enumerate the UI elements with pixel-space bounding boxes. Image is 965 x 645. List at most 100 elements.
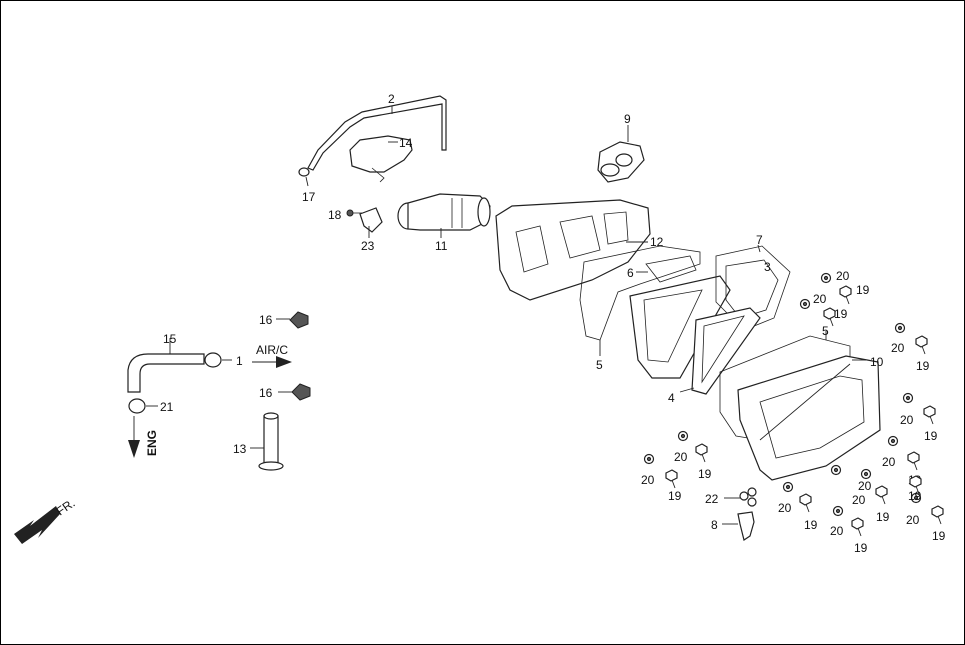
part-label-5b: 5 bbox=[822, 324, 829, 338]
bolt-label: 19 bbox=[698, 467, 712, 481]
washer-label: 20 bbox=[852, 493, 866, 507]
bolt-label: 19 bbox=[916, 359, 930, 373]
washer-20: 20 bbox=[830, 505, 844, 538]
bolt-19: 19 bbox=[665, 469, 682, 503]
washer-20: 20 bbox=[799, 292, 827, 310]
part-label-1: 1 bbox=[236, 354, 243, 368]
bolt-19: 19 bbox=[851, 517, 868, 555]
bolt-19: 19 bbox=[908, 475, 922, 503]
part-label-8: 8 bbox=[711, 518, 718, 532]
cover-14 bbox=[349, 135, 413, 183]
bolt-19: 19 bbox=[799, 493, 818, 532]
part-label-16b: 16 bbox=[259, 386, 273, 400]
clamp-23 bbox=[359, 207, 383, 233]
bolt-label: 19 bbox=[804, 518, 818, 532]
bolt-group: 191919191919191919191919 bbox=[665, 283, 946, 555]
air-c-arrow bbox=[252, 356, 292, 368]
part-label-3: 3 bbox=[764, 260, 771, 274]
washer-label: 20 bbox=[900, 413, 914, 427]
washer-label: 20 bbox=[906, 513, 920, 527]
bolt-19: 19 bbox=[695, 443, 712, 481]
bolt-label: 19 bbox=[924, 429, 938, 443]
washer-20: 20 bbox=[882, 435, 899, 469]
cover-10 bbox=[737, 355, 881, 481]
part-label-10: 10 bbox=[870, 355, 884, 369]
clip-16a bbox=[289, 311, 309, 329]
washer-20: 20 bbox=[674, 430, 689, 464]
drain-tube-13 bbox=[258, 412, 284, 471]
part-label-7: 7 bbox=[756, 233, 763, 247]
part-label-9: 9 bbox=[624, 112, 631, 126]
washer-label: 20 bbox=[891, 341, 905, 355]
bolt-label: 19 bbox=[856, 283, 870, 297]
boot-9 bbox=[597, 141, 645, 183]
part-label-12: 12 bbox=[650, 235, 664, 249]
seal-ring-5a bbox=[579, 245, 701, 341]
clip-21 bbox=[128, 398, 146, 414]
part-label-13: 13 bbox=[233, 442, 247, 456]
washer-20: 20 bbox=[830, 464, 866, 507]
washer-label: 20 bbox=[858, 479, 872, 493]
clip-16b bbox=[291, 383, 311, 401]
bolt-19: 19 bbox=[931, 505, 946, 543]
part-label-18: 18 bbox=[328, 208, 342, 222]
filter-element-4 bbox=[691, 307, 761, 395]
breather-tube bbox=[307, 95, 447, 171]
bolt-19: 19 bbox=[875, 485, 890, 524]
part-label-14: 14 bbox=[399, 136, 413, 150]
leader-line bbox=[679, 387, 695, 393]
leader-line bbox=[305, 176, 309, 187]
part-label-21: 21 bbox=[160, 400, 174, 414]
part-label-16a: 16 bbox=[259, 313, 273, 327]
part-label-5a: 5 bbox=[596, 358, 603, 372]
filter-frame-7 bbox=[715, 245, 791, 331]
bolt-label: 19 bbox=[876, 510, 890, 524]
bolt-label: 19 bbox=[668, 489, 682, 503]
part-label-11: 11 bbox=[435, 239, 448, 253]
washer-20: 20 bbox=[858, 468, 872, 493]
washer-label: 20 bbox=[830, 524, 844, 538]
intake-duct-11 bbox=[397, 193, 491, 231]
bolt-label: 19 bbox=[932, 529, 946, 543]
eng-arrow bbox=[128, 416, 140, 458]
bolt-label: 19 bbox=[854, 541, 868, 555]
part-label-23: 23 bbox=[361, 239, 375, 253]
drain-plug-8 bbox=[737, 511, 755, 541]
leader-line bbox=[757, 244, 761, 253]
part-label-4: 4 bbox=[668, 391, 675, 405]
screw-18 bbox=[346, 209, 362, 217]
washer-20: 20 bbox=[891, 322, 906, 355]
washer-20: 20 bbox=[900, 392, 914, 427]
air-c-label: AIR/C bbox=[256, 343, 288, 357]
part-label-22: 22 bbox=[705, 492, 719, 506]
washer-label: 20 bbox=[813, 292, 827, 306]
part-label-2: 2 bbox=[388, 92, 395, 106]
bolt-19: 19 bbox=[823, 307, 848, 327]
bolt-19: 19 bbox=[923, 405, 938, 443]
washer-20: 20 bbox=[641, 453, 655, 487]
washer-label: 20 bbox=[778, 501, 792, 515]
front-direction-arrow bbox=[14, 506, 60, 544]
washer-label: 20 bbox=[674, 450, 688, 464]
washer-label: 20 bbox=[882, 455, 896, 469]
washer-label: 20 bbox=[641, 473, 655, 487]
filter-frame-3 bbox=[725, 259, 779, 319]
orings-22 bbox=[739, 487, 757, 507]
washer-20: 20 bbox=[820, 269, 850, 284]
eng-label: ENG bbox=[145, 430, 159, 456]
bolt-label: 19 bbox=[908, 489, 922, 503]
bolt-19: 19 bbox=[915, 335, 930, 373]
part-label-6: 6 bbox=[627, 266, 634, 280]
air-box-case-12 bbox=[495, 199, 651, 301]
gasket-6 bbox=[645, 255, 697, 283]
bolt-19: 19 bbox=[839, 283, 870, 305]
mesh-panel bbox=[629, 275, 731, 379]
clip-17 bbox=[298, 167, 310, 177]
part-label-15: 15 bbox=[163, 332, 177, 346]
hose-15 bbox=[127, 353, 205, 393]
washer-20: 20 bbox=[778, 481, 794, 515]
part-label-17: 17 bbox=[302, 190, 316, 204]
washer-label: 20 bbox=[836, 269, 850, 283]
